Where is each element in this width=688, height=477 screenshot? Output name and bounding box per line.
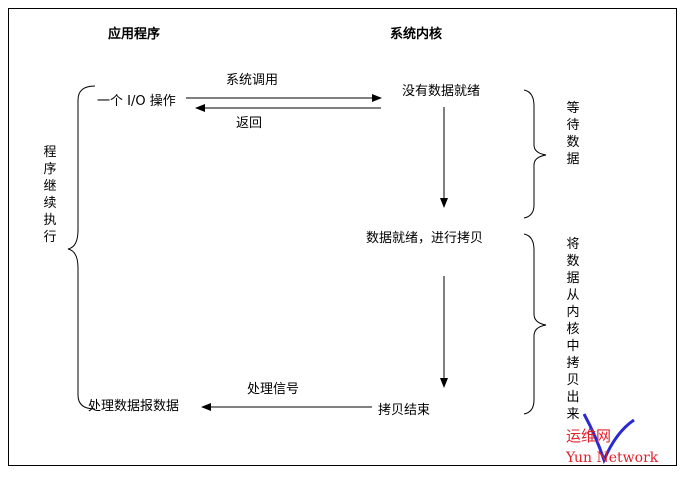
watermark-cn: 运维网 <box>566 427 612 445</box>
wait-brace <box>523 89 547 219</box>
app-header: 应用程序 <box>108 27 161 42</box>
syscall-label: 系统调用 <box>226 73 279 88</box>
kernel-header: 系统内核 <box>390 27 443 42</box>
copy-done-label: 拷贝结束 <box>378 403 431 418</box>
return-label: 返回 <box>236 116 263 131</box>
watermark-logo <box>582 413 635 465</box>
handle-data-label: 处理数据报数据 <box>88 399 180 414</box>
left-brace <box>67 85 96 410</box>
data-ready-copy-label: 数据就绪，进行拷贝 <box>366 231 484 246</box>
diagram-frame <box>8 8 677 466</box>
no-data-ready-label: 没有数据就绪 <box>402 84 481 99</box>
wait-data-label: 等待数据 <box>566 101 580 167</box>
program-continue-label: 程序继续执行 <box>43 145 57 245</box>
copy-brace <box>523 233 547 415</box>
signal-label: 处理信号 <box>247 382 300 397</box>
io-operation-label: 一个 I/O 操作 <box>97 94 176 109</box>
watermark-en: Yun Network <box>566 450 659 466</box>
copy-from-kernel-label: 将数据从内核中拷贝出来 <box>566 237 580 422</box>
